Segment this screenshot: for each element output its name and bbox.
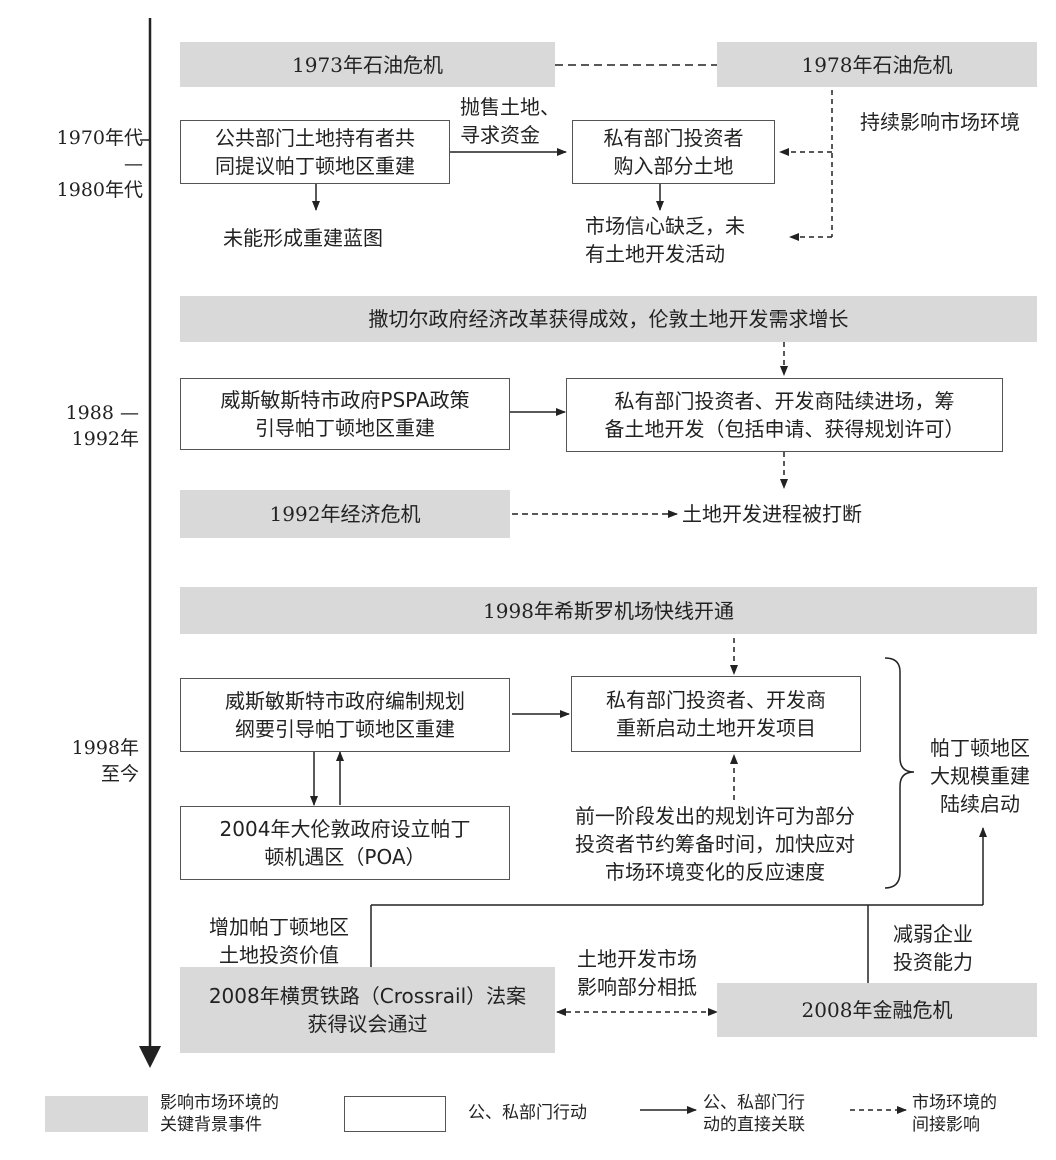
box-financial-crisis-2008: 2008年金融危机 [717,983,1037,1037]
box-private-investor-buy: 私有部门投资者 购入部分土地 [572,120,775,184]
label-sell-land: 抛售土地、 寻求资金 [460,95,560,147]
label-no-confidence: 市场信心缺乏，未 有土地开发活动 [585,214,745,266]
timeline-arrowhead [139,1046,161,1068]
legend-gray-swatch [45,1096,148,1132]
box-private-preparation: 私有部门投资者、开发商陆续进场，筹 备土地开发（包括申请、获得规划许可） [566,378,1003,452]
box-economic-crisis-1992: 1992年经济危机 [180,490,510,538]
legend-solid-label: 公、私部门行 动的直接关联 [703,1093,805,1135]
label-weaken: 减弱企业 投资能力 [893,922,973,974]
label-permit-saving: 前一阶段发出的规划许可为部分 投资者节约筹备时间，加快应对 市场环境变化的反应速… [575,804,855,884]
box-heathrow-express: 1998年希斯罗机场快线开通 [180,587,1037,634]
box-oil-crisis-1978: 1978年石油危机 [717,42,1037,87]
label-interrupted: 土地开发进程被打断 [682,502,862,526]
label-large-scale: 帕丁顿地区 大规模重建 陆续启动 [930,736,1030,816]
box-crossrail-act: 2008年横贯铁路（Crossrail）法案 获得议会通过 [180,967,555,1053]
era-label-1988: 1988 — 1992年 [65,402,139,450]
label-increase-value: 增加帕丁顿地区 土地投资价值 [209,915,349,967]
label-no-blueprint: 未能形成重建蓝图 [223,226,383,250]
box-thatcher-reform: 撒切尔政府经济改革获得成效，伦敦土地开发需求增长 [180,296,1037,342]
legend-gray-label: 影响市场环境的 关键背景事件 [160,1093,279,1135]
box-pspa-policy: 威斯敏斯特市政府PSPA政策 引导帕丁顿地区重建 [180,378,510,450]
legend-white-swatch [344,1096,446,1132]
era-label-1970s: 1970年代— 1980年代 [56,127,143,201]
era-label-1998: 1998年 至今 [71,737,139,785]
box-public-land-holders: 公共部门土地持有者共 同提议帕丁顿地区重建 [180,120,450,184]
box-westminster-plan: 威斯敏斯特市政府编制规划 纲要引导帕丁顿地区重建 [180,678,510,752]
brace [884,657,915,889]
label-offset: 土地开发市场 影响部分相抵 [577,947,697,999]
legend-dashed-label: 市场环境的 间接影响 [912,1093,997,1135]
box-private-restart: 私有部门投资者、开发商 重新启动土地开发项目 [571,676,861,752]
label-market-impact: 持续影响市场环境 [860,110,1020,134]
box-poa: 2004年大伦敦政府设立帕丁 顿机遇区（POA） [180,806,510,880]
box-oil-crisis-1973: 1973年石油危机 [180,42,555,87]
legend-white-label: 公、私部门行动 [468,1103,587,1123]
